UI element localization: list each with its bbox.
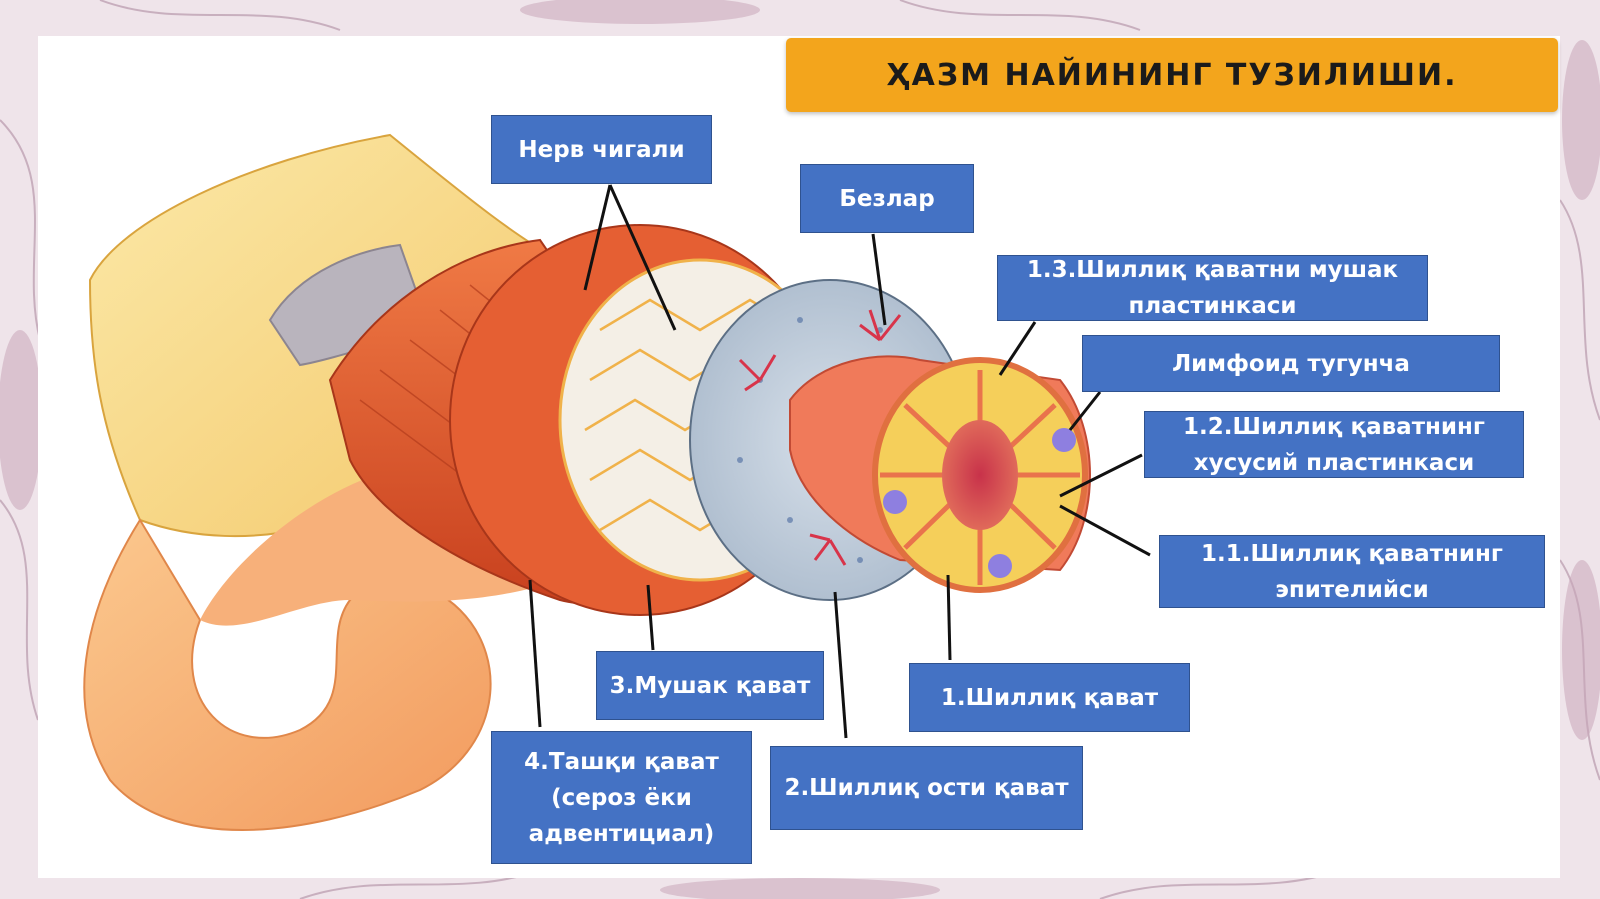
label-muscularis-mucosae: 1.3.Шиллиқ қаватни мушак пластинкаси (997, 255, 1428, 321)
label-muscular-layer: 3.Мушак қават (596, 651, 824, 720)
title-banner: ҲАЗМ НАЙИНИНГ ТУЗИЛИШИ. (786, 38, 1558, 112)
label-glands: Безлар (800, 164, 974, 233)
gland-branches (738, 309, 902, 566)
label-submucosa: 2.Шиллиқ ости қават (770, 746, 1083, 830)
lymphoid-nodules (883, 428, 1076, 578)
label-epithelium: 1.1.Шиллиқ қаватнинг эпителийси (1159, 535, 1545, 608)
page-title: ҲАЗМ НАЙИНИНГ ТУЗИЛИШИ. (886, 57, 1458, 93)
label-nerve-plexus: Нерв чигали (491, 115, 712, 184)
label-outer-layer: 4.Ташқи қават (сероз ёки адвентициал) (491, 731, 752, 864)
label-lymphoid-nodule: Лимфоид тугунча (1082, 335, 1500, 392)
callout-lines (528, 184, 1151, 739)
label-mucosa: 1.Шиллиқ қават (909, 663, 1190, 732)
label-lamina-propria: 1.2.Шиллиқ қаватнинг хусусий пластинкаси (1144, 411, 1524, 478)
lumen (942, 420, 1018, 530)
